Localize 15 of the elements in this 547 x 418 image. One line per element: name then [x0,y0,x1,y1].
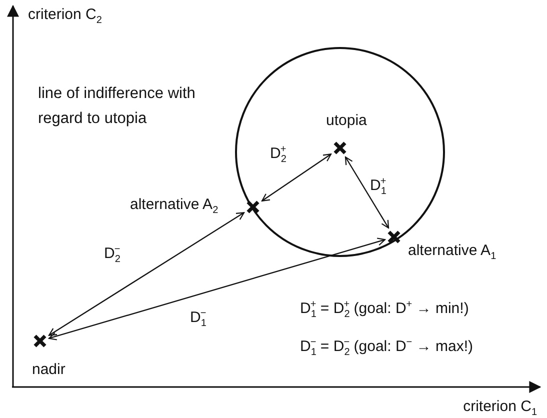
point-label: nadir [32,361,66,379]
point-marker [333,141,347,155]
distance-arrow [261,154,332,202]
distance-arrow [48,212,245,336]
point-label: alternative A$_{1}$ [408,242,496,260]
point-marker [33,334,47,348]
x-axis-label: criterion C$_{1}$ [463,398,537,416]
formula-note: D$_{1}$$^{−}$ = D$_{2}$$^{−}$ (goal: D$^{−}$ → max!) [300,338,473,356]
distance-arrow [48,238,386,340]
distance-arrow [344,156,390,229]
point-label: alternative A$_{2}$ [130,196,218,214]
point-label: utopia [326,112,367,130]
formula-note: D$_{1}$$^{+}$ = D$_{2}$$^{+}$ (goal: D$^{+}$ → min!) [300,300,469,318]
circle-caption: line of indifference with regard to utopia [38,84,196,129]
y-axis-label: criterion C$_{2}$ [28,6,102,24]
